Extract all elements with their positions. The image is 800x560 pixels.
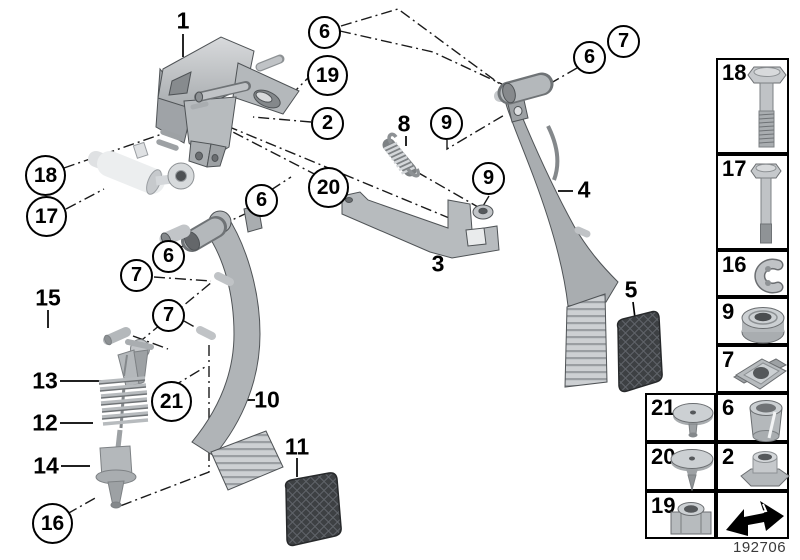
collar-nut-icon [670, 502, 712, 535]
part-label-15-pin[interactable]: 15 [35, 284, 61, 311]
legend-box-19[interactable]: 19 [645, 491, 716, 539]
e-clip-icon [754, 258, 784, 294]
legend-number: 18 [722, 60, 747, 85]
legend-number: 7 [722, 347, 735, 372]
part-label-8-spring[interactable]: 8 [397, 110, 411, 137]
callout-7-clip-nut-upper[interactable]: 7 [120, 259, 153, 292]
legend-box-18[interactable]: 18 [716, 58, 789, 154]
brake-pedal-pad [616, 310, 663, 393]
legend-box-17[interactable]: 17 [716, 154, 789, 250]
part-label-10-clutch-pedal[interactable]: 10 [254, 386, 280, 413]
callout-2-flange-nut[interactable]: 2 [311, 107, 344, 140]
callout-label: 6 [255, 189, 268, 211]
part-label-14-plunger[interactable]: 14 [33, 452, 59, 479]
legend-box-16[interactable]: 16 [716, 250, 789, 297]
part-label-1-bracket[interactable]: 1 [176, 7, 190, 34]
callout-6-bushing-brake[interactable]: 6 [573, 41, 606, 74]
part-label-12-spring[interactable]: 12 [32, 409, 58, 436]
callout-label: 9 [440, 112, 453, 134]
legend-box-20[interactable]: 20 [645, 442, 716, 492]
legend-box-7[interactable]: 7 [716, 345, 789, 393]
legend-number: 9 [722, 299, 735, 324]
part-label-11-clutch-pad[interactable]: 11 [284, 433, 310, 460]
hex-bolt-long-icon [747, 66, 787, 148]
callout-label: 16 [40, 511, 65, 535]
callout-9-grommet-upper[interactable]: 9 [430, 107, 463, 140]
diagram-id-text: 192706 [733, 539, 787, 556]
overcentre-spring-parts [95, 327, 154, 509]
callout-label: 7 [130, 264, 143, 286]
part-label-3-bracket[interactable]: 3 [431, 250, 445, 277]
callout-label: 7 [162, 304, 175, 326]
callout-18-bolt[interactable]: 18 [25, 155, 66, 196]
legend-number: 2 [722, 444, 735, 469]
callout-label: 19 [315, 63, 340, 87]
callout-16-e-clip[interactable]: 16 [32, 503, 73, 544]
legend-number: 19 [651, 493, 676, 518]
part-label-13-clevis[interactable]: 13 [32, 367, 58, 394]
callout-9-grommet-bracket[interactable]: 9 [472, 162, 505, 195]
callout-17-bolt[interactable]: 17 [26, 196, 67, 237]
flange-nut-icon [740, 451, 790, 487]
direction-arrow-icon [726, 501, 784, 536]
part-label-5-brake-pad[interactable]: 5 [624, 276, 638, 303]
callout-6-bracket-pin[interactable]: 6 [308, 16, 341, 49]
legend-number: 16 [722, 252, 747, 277]
callout-label: 20 [316, 175, 341, 199]
legend-number: 20 [651, 444, 676, 469]
slotted-bushing-icon [749, 400, 783, 442]
callout-7-clip-nut-lower[interactable]: 7 [152, 299, 185, 332]
callout-6-bushing-clutch-left[interactable]: 6 [152, 240, 185, 273]
rubber-grommet-icon [741, 307, 785, 344]
legend-box-2[interactable]: 2 [716, 442, 790, 491]
callout-7-clip-nut-brake[interactable]: 7 [607, 25, 640, 58]
label-lines [47, 34, 636, 477]
callout-label: 7 [617, 30, 630, 52]
expansion-rivet-icon [672, 403, 714, 438]
callout-label: 17 [34, 204, 59, 228]
part-label-4-brake-pedal[interactable]: 4 [577, 176, 591, 203]
return-spring [382, 132, 421, 178]
callout-label: 21 [159, 389, 184, 413]
legend-number: 6 [722, 395, 735, 420]
callout-label: 6 [162, 245, 175, 267]
cage-clip-nut-icon [732, 358, 788, 390]
callout-19-nut[interactable]: 19 [307, 55, 348, 96]
legend-box-9[interactable]: 9 [716, 297, 789, 345]
callout-20-plug[interactable]: 20 [308, 167, 349, 208]
callout-label: 6 [583, 46, 596, 68]
callout-21-rivet[interactable]: 21 [151, 381, 192, 422]
support-bracket [341, 191, 500, 259]
callout-label: 2 [321, 112, 334, 134]
callout-label: 18 [33, 163, 58, 187]
legend-box-21[interactable]: 21 [645, 393, 716, 442]
callout-label: 6 [318, 21, 331, 43]
callout-6-bushing-clutch-right[interactable]: 6 [245, 184, 278, 217]
cone-plug-icon [670, 449, 714, 492]
clutch-pedal [159, 204, 284, 491]
pedal-support-bracket [155, 36, 300, 168]
clutch-pedal-pad [284, 472, 342, 547]
legend-box-direction[interactable] [716, 491, 789, 539]
callout-label: 9 [482, 167, 495, 189]
legend-number: 17 [722, 156, 747, 181]
clutch-switch-assembly [88, 141, 195, 195]
brake-pedal [494, 72, 619, 388]
legend-number: 21 [651, 395, 676, 420]
legend-box-6[interactable]: 6 [716, 393, 789, 442]
hex-bolt-slim-icon [750, 163, 782, 244]
